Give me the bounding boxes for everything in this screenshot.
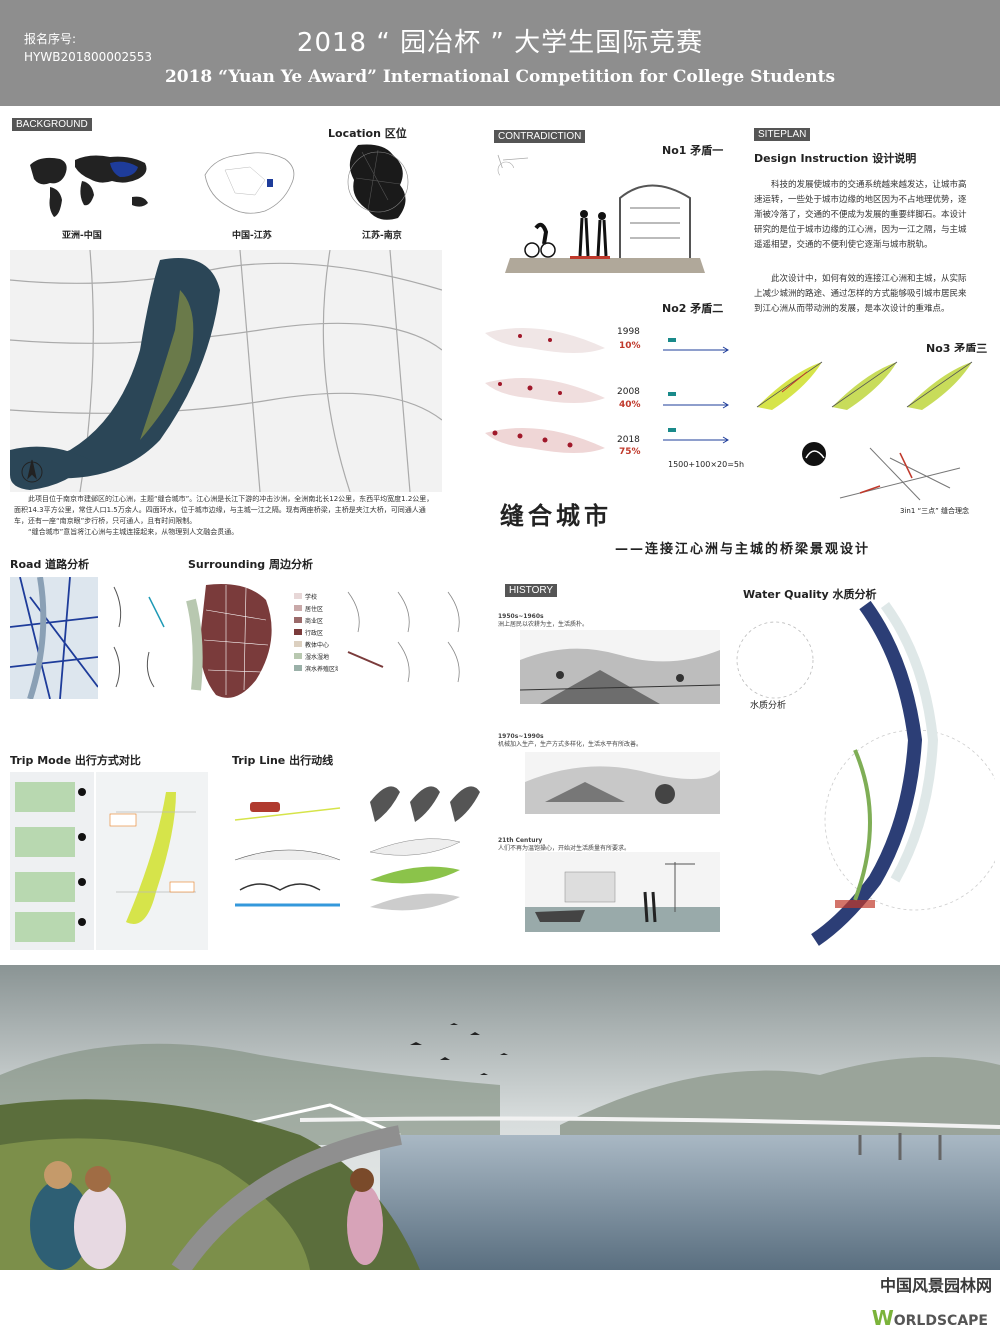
trip-line-perspectives xyxy=(230,780,350,925)
background-description-2: “缝合城市”意旨将江心洲与主城连接起来，从物理到人文融会贯通。 xyxy=(28,528,239,536)
water-quality-map xyxy=(735,600,995,955)
history-era-2: 1970s~1990s xyxy=(498,733,544,740)
theme-subtitle: ——连接江心洲与主城的桥梁景观设计 xyxy=(615,542,871,557)
legend-admin: 行政区 xyxy=(305,630,324,637)
background-tag: BACKGROUND xyxy=(12,118,92,131)
surrounding-legend: 学校 居住区 商业区 行政区 教体中心 湿水湿地 滨水养殖区域 xyxy=(294,592,344,676)
legend-swatch-residential xyxy=(294,605,302,611)
legend-aquaculture: 滨水养殖区域 xyxy=(305,666,342,673)
footer-brand-cn: 中国风景园林网 xyxy=(879,1276,992,1295)
road-map-main xyxy=(10,577,98,699)
travel-formula: 1500+100×20=5h xyxy=(668,460,745,469)
trip-line-layers xyxy=(360,772,490,922)
registration-number: HYWB201800002553 xyxy=(24,50,153,64)
island-development-diagrams xyxy=(480,318,610,468)
design-para-2: 此次设计中，如何有效的连接江心洲和主城，从实际上减少城洲的路途、通过怎样的方式能… xyxy=(754,274,967,314)
footer-brand-w: W xyxy=(871,1306,894,1330)
contradiction-no1: No1 矛盾一 xyxy=(662,144,724,157)
contradiction-tag: CONTRADICTION xyxy=(494,130,586,143)
history-photo-21st-century xyxy=(525,852,720,932)
percent-2008: 40% xyxy=(619,400,641,410)
trip-line-title: Trip Line 出行动线 xyxy=(232,754,334,767)
road-map-details xyxy=(104,577,174,699)
year-1998: 1998 xyxy=(617,327,640,337)
percent-2018: 75% xyxy=(619,447,641,457)
map-label-china-jiangsu: 中国-江苏 xyxy=(232,231,272,241)
nanjing-map-image xyxy=(347,144,409,220)
map-label-jiangsu-nanjing: 江苏-南京 xyxy=(362,231,402,241)
legend-swatch-school xyxy=(294,593,302,599)
legend-swatch-wetland xyxy=(294,653,302,659)
history-photo-1950s xyxy=(520,630,720,704)
surrounding-analysis-title: Surrounding 周边分析 xyxy=(188,558,314,571)
legend-swatch-commercial xyxy=(294,617,302,623)
road-analysis-title: Road 道路分析 xyxy=(10,558,90,571)
surrounding-land-use-map xyxy=(186,580,286,708)
footer-brand-rest: ORLDSCAPE xyxy=(893,1313,988,1329)
year-2018: 2018 xyxy=(617,435,640,445)
water-quality-title: Water Quality 水质分析 xyxy=(743,588,877,601)
contradiction-no2: No2 矛盾二 xyxy=(662,302,724,315)
trip-mode-route-map xyxy=(96,772,208,950)
legend-sports: 教体中心 xyxy=(305,642,330,649)
background-description: 此项目位于南京市建邺区的江心洲，主题“缝合城市”。江心洲是长江下游的冲击沙洲，全… xyxy=(14,495,434,525)
contradiction-no3: No3 矛盾三 xyxy=(926,342,988,355)
percent-1998: 10% xyxy=(619,341,641,351)
three-in-one-label: 3in1 “三点” 缝合理念 xyxy=(900,507,969,515)
trip-mode-title: Trip Mode 出行方式对比 xyxy=(10,754,141,767)
design-para-1: 科技的发展使城市的交通系统越来越发达，让城市高速运转，一些处于城市边缘的地区因为… xyxy=(754,180,967,250)
legend-swatch-aquaculture xyxy=(294,665,302,671)
competition-title-cn: 2018 “ 园冶杯 ” 大学生国际竞赛 xyxy=(296,28,704,58)
legend-swatch-sports xyxy=(294,641,302,647)
bridge-perspective-rendering xyxy=(0,965,1000,1270)
legend-residential: 居住区 xyxy=(305,606,324,613)
history-photo-1970s xyxy=(525,752,720,814)
history-tag: HISTORY xyxy=(505,584,558,597)
three-in-one-diagram xyxy=(800,438,972,504)
history-text-3: 人们不再为温饱操心，开始对生活质量有所要求。 xyxy=(498,845,631,852)
registration-label: 报名序号: xyxy=(24,32,77,46)
china-map-image xyxy=(204,152,295,214)
history-text-2: 机械加入生产，生产方式多样化，生活水平有所改善。 xyxy=(498,741,643,748)
location-title: Location 区位 xyxy=(328,127,407,140)
map-label-asia-china: 亚洲-中国 xyxy=(62,231,102,241)
footer-brand-en: WORLDSCAPE xyxy=(872,1306,988,1330)
competition-title-en: 2018 “Yuan Ye Award” International Compe… xyxy=(164,67,836,87)
legend-commercial: 商业区 xyxy=(305,618,324,625)
world-map-image xyxy=(30,155,148,217)
history-era-1: 1950s~1960s xyxy=(498,613,544,620)
island-three-phase-diagrams xyxy=(752,352,976,416)
travel-time-arrows xyxy=(658,330,738,460)
legend-school: 学校 xyxy=(305,594,318,601)
legend-swatch-admin xyxy=(294,629,302,635)
theme-title: 缝合城市 xyxy=(500,501,612,530)
surrounding-detail-maps xyxy=(338,582,478,702)
header-banner: 报名序号: HYWB201800002553 2018 “ 园冶杯 ” 大学生国… xyxy=(0,0,1000,106)
history-text-1: 洲上居民以农耕为主，生活质朴。 xyxy=(498,621,589,628)
site-aerial-map xyxy=(10,250,442,492)
year-2008: 2008 xyxy=(617,387,640,397)
design-instruction-title: Design Instruction 设计说明 xyxy=(754,152,917,165)
trip-mode-diagrams xyxy=(10,772,94,950)
legend-wetland: 湿水湿地 xyxy=(305,654,330,661)
water-quality-subtitle: 水质分析 xyxy=(750,701,787,711)
history-era-3: 21th Century xyxy=(498,837,543,844)
siteplan-tag: SITEPLAN xyxy=(754,128,811,141)
bridge-cross-section-sketch xyxy=(500,168,715,280)
